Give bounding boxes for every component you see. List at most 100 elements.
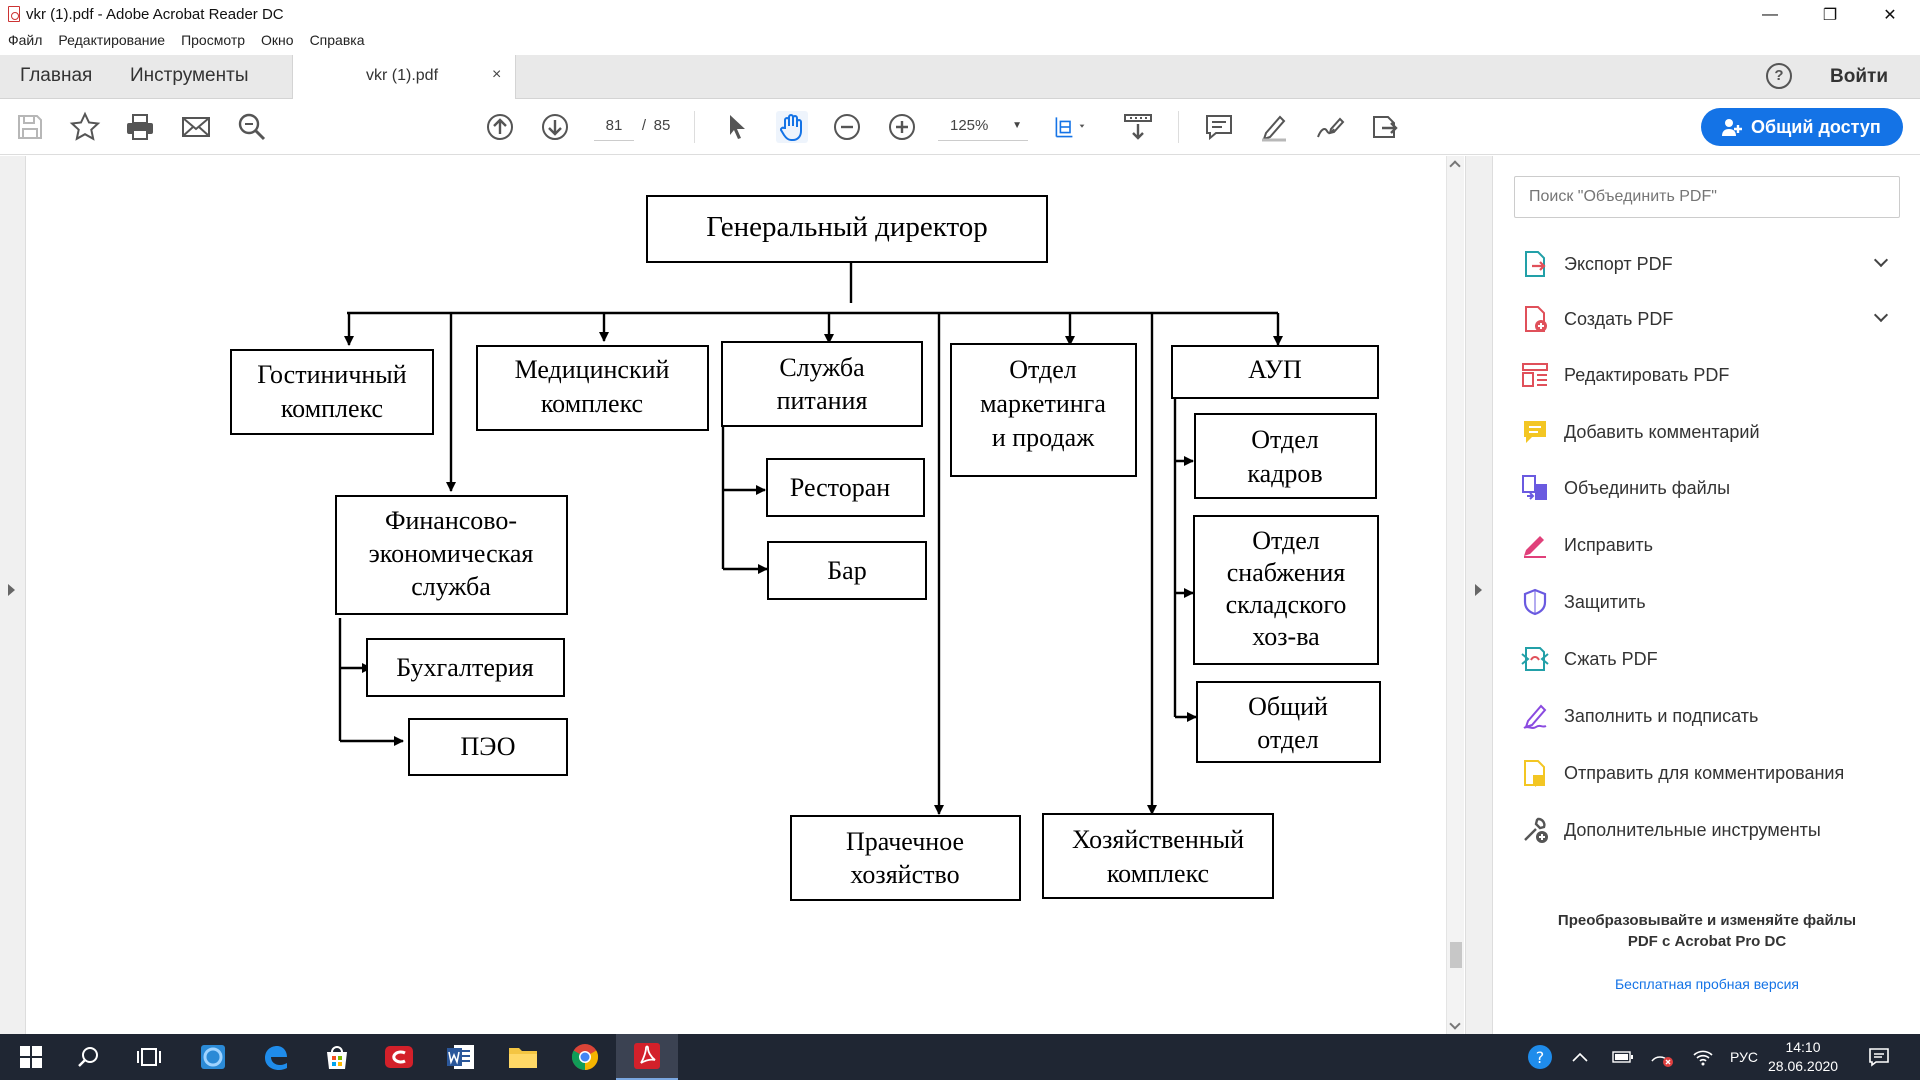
tool-label: Редактировать PDF (1564, 364, 1730, 385)
tools-search-input[interactable] (1514, 176, 1900, 218)
org-node-general: Общий отдел (1196, 681, 1381, 763)
edge-browser-icon[interactable] (244, 1034, 306, 1080)
tool-label: Заполнить и подписать (1564, 705, 1759, 726)
export-pdf-icon (1525, 251, 1546, 277)
org-node-label: Бухгалтерия (396, 653, 534, 682)
word-app-icon[interactable] (430, 1034, 492, 1080)
menu-edit[interactable]: Редактирование (58, 32, 166, 48)
free-trial-link[interactable]: Бесплатная пробная версия (1614, 976, 1800, 992)
more-tools-icon (1524, 817, 1548, 843)
tab-tools[interactable]: Инструменты (130, 65, 249, 86)
zoom-out-icon[interactable] (831, 111, 863, 143)
language-indicator[interactable]: РУС (1730, 1049, 1759, 1065)
scroll-mode-icon[interactable] (1122, 111, 1154, 143)
menu-view[interactable]: Просмотр (181, 32, 246, 48)
network-error-icon[interactable] (1650, 1034, 1674, 1080)
share-review-icon[interactable] (1368, 111, 1400, 143)
tool-send-comment[interactable]: Отправить для комментирования (1520, 751, 1900, 795)
scroll-up-icon[interactable] (1449, 160, 1461, 172)
page-down-icon[interactable] (539, 111, 571, 143)
clock[interactable]: 14:10 28.06.2020 (1768, 1038, 1838, 1076)
chevron-down-icon[interactable] (1873, 307, 1889, 323)
hand-tool-icon[interactable] (776, 111, 808, 143)
acrobat-reader-app-icon[interactable] (616, 1034, 678, 1080)
close-tab-icon[interactable]: × (492, 66, 502, 83)
menu-bar: Файл Редактирование Просмотр Окно Справк… (0, 30, 1920, 52)
tool-fill-sign[interactable]: Заполнить и подписать (1520, 694, 1900, 738)
org-node-label: питания (777, 386, 868, 415)
fit-page-icon[interactable] (1054, 111, 1086, 143)
org-node-label: складского (1226, 590, 1347, 619)
search-zoom-icon[interactable] (236, 111, 268, 143)
org-node-hr: Отдел кадров (1194, 413, 1377, 499)
org-node-label: кадров (1247, 459, 1322, 488)
battery-icon[interactable] (1612, 1034, 1634, 1080)
tool-export-pdf[interactable]: Экспорт PDF (1520, 242, 1900, 286)
sign-icon[interactable] (1313, 111, 1345, 143)
tool-protect[interactable]: Защитить (1520, 580, 1900, 624)
comment-icon (1524, 421, 1546, 443)
document-scrollbar[interactable] (1446, 156, 1464, 1034)
select-cursor-icon[interactable] (721, 111, 753, 143)
close-window-button[interactable]: ✕ (1883, 7, 1897, 24)
print-icon[interactable] (124, 111, 156, 143)
image-viewer-app-icon[interactable] (182, 1034, 244, 1080)
page-up-icon[interactable] (484, 111, 516, 143)
toolbar-divider (694, 111, 695, 143)
org-node-label: Отдел (1251, 425, 1319, 454)
file-explorer-icon[interactable] (492, 1034, 554, 1080)
chrome-browser-icon[interactable] (554, 1034, 616, 1080)
search-icon[interactable] (58, 1034, 120, 1080)
notifications-icon[interactable] (1868, 1034, 1890, 1080)
red-app-icon[interactable] (368, 1034, 430, 1080)
menu-help[interactable]: Справка (309, 32, 365, 48)
document-tab-label: vkr (1).pdf (366, 67, 439, 84)
org-node-label: Гостиничный (257, 360, 406, 389)
scrollbar-thumb[interactable] (1450, 942, 1462, 968)
highlight-pen-icon[interactable] (1258, 111, 1290, 143)
bookmark-star-icon[interactable] (69, 111, 101, 143)
tool-edit-pdf[interactable]: Редактировать PDF (1520, 353, 1900, 397)
tool-compress-pdf[interactable]: Сжать PDF (1520, 637, 1900, 681)
chevron-down-icon[interactable] (1873, 252, 1889, 268)
tab-document[interactable]: vkr (1).pdf × (292, 55, 516, 99)
tool-more-tools[interactable]: Дополнительные инструменты (1520, 808, 1900, 852)
task-view-icon[interactable] (118, 1034, 180, 1080)
fix-pen-icon (1524, 536, 1546, 558)
org-node-label: Бар (827, 556, 866, 585)
right-pane-toggle[interactable] (1465, 156, 1493, 1034)
menu-window[interactable]: Окно (261, 32, 294, 48)
zoom-in-icon[interactable] (886, 111, 918, 143)
zoom-level-select[interactable]: 125% ▼ (938, 111, 1028, 141)
sign-in-button[interactable]: Войти (1830, 66, 1888, 87)
protect-shield-icon (1523, 588, 1547, 616)
tool-combine-files[interactable]: Объединить файлы (1520, 466, 1900, 510)
org-node-label: комплекс (281, 394, 383, 423)
store-app-icon[interactable] (306, 1034, 368, 1080)
org-node-label: АУП (1248, 355, 1302, 384)
email-icon[interactable] (180, 111, 212, 143)
menu-file[interactable]: Файл (8, 32, 43, 48)
title-bar: vkr (1).pdf - Adobe Acrobat Reader DC — … (0, 0, 1920, 30)
tool-add-comment[interactable]: Добавить комментарий (1520, 410, 1900, 454)
wifi-icon[interactable] (1692, 1034, 1714, 1080)
edit-pdf-icon (1522, 363, 1548, 387)
restore-button[interactable]: ❐ (1822, 7, 1838, 24)
show-hidden-icons-icon[interactable] (1572, 1034, 1588, 1080)
windows-start-icon[interactable] (0, 1034, 62, 1080)
org-node-label: Отдел (1252, 526, 1320, 555)
left-pane-toggle[interactable] (0, 156, 26, 1034)
comment-icon[interactable] (1203, 111, 1235, 143)
help-tray-icon[interactable]: ? (1526, 1034, 1554, 1080)
scroll-down-icon[interactable] (1449, 1018, 1461, 1030)
tool-create-pdf[interactable]: Создать PDF (1520, 297, 1900, 341)
help-icon[interactable]: ? (1766, 63, 1792, 89)
tab-home[interactable]: Главная (20, 65, 93, 86)
share-button[interactable]: Общий доступ (1701, 108, 1903, 146)
minimize-button[interactable]: — (1762, 6, 1778, 23)
org-node-household: Хозяйственный комплекс (1042, 813, 1274, 899)
tool-fix[interactable]: Исправить (1520, 523, 1900, 567)
save-icon[interactable] (14, 111, 46, 143)
org-node-label: служба (411, 572, 491, 601)
page-number-input[interactable] (594, 111, 634, 141)
